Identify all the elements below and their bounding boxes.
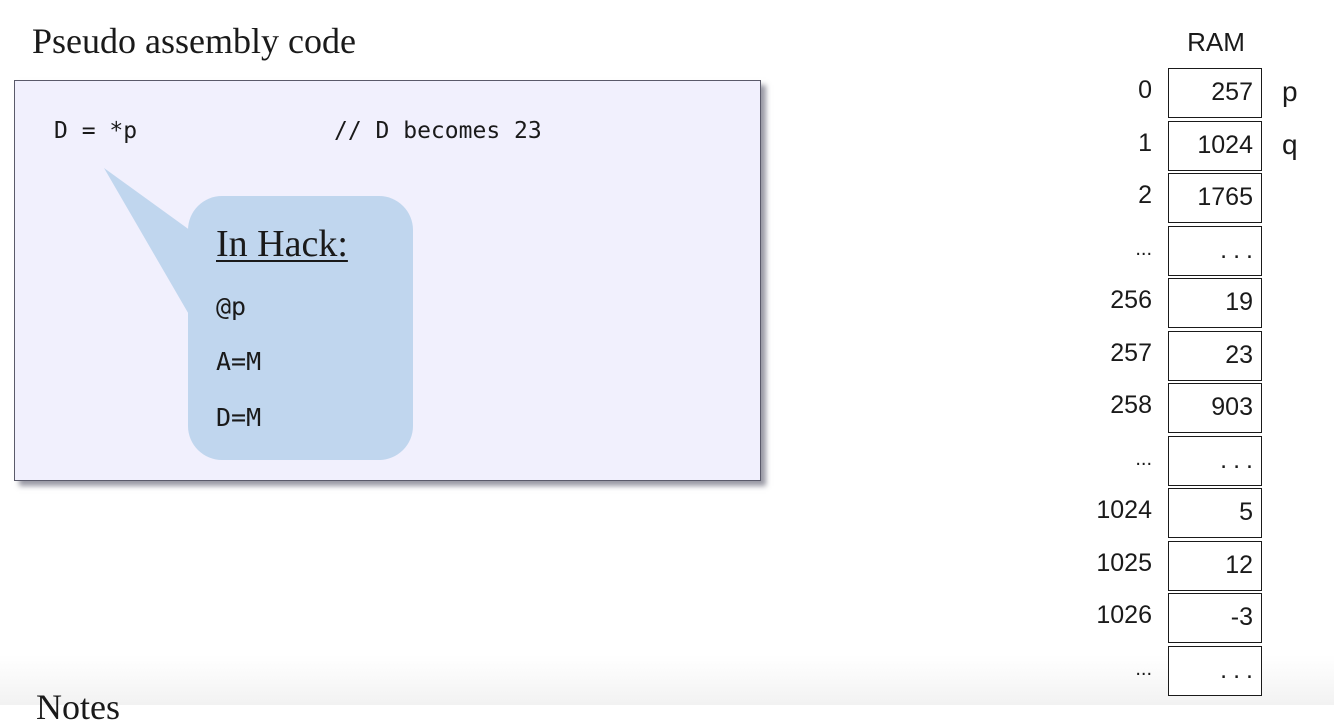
ram-cell: 1024 — [1168, 120, 1262, 171]
ram-address: ... — [1135, 657, 1152, 680]
callout-line: @p — [216, 292, 247, 321]
ram-cell: 19 — [1168, 278, 1262, 328]
ram-address: 258 — [1110, 391, 1152, 419]
ram-variable-label: q — [1282, 128, 1298, 160]
ram-address: 1026 — [1096, 601, 1152, 629]
ram-address: ... — [1135, 237, 1152, 260]
ram-address: 1025 — [1096, 548, 1152, 577]
ram-cell: 23 — [1168, 330, 1262, 381]
ram-variable-label: p — [1282, 76, 1298, 107]
callout-title: In Hack: — [216, 223, 348, 265]
ram-title: RAM — [1187, 27, 1245, 57]
ram-address: ... — [1135, 447, 1152, 470]
code-statement: D = *p — [54, 118, 138, 144]
ram-cell: ... — [1168, 435, 1262, 486]
ram-address: 1 — [1138, 128, 1152, 157]
ram-cell: -3 — [1168, 593, 1262, 643]
code-comment: // D becomes 23 — [334, 118, 542, 144]
ram-cell: 5 — [1168, 488, 1262, 538]
ram-address: 0 — [1138, 76, 1152, 104]
ram-address: 257 — [1110, 338, 1152, 367]
callout-line: A=M — [216, 347, 262, 376]
ram-cell: 1765 — [1168, 173, 1262, 223]
ram-address: 256 — [1110, 286, 1152, 314]
ram-address: 1024 — [1096, 496, 1152, 524]
ram-cell: ... — [1168, 225, 1262, 276]
ram-cell: 903 — [1168, 383, 1262, 433]
ram-cell: 257 — [1168, 68, 1262, 118]
notes-heading: Notes — [36, 687, 120, 727]
bottom-gradient — [0, 655, 1334, 705]
ram-cell: ... — [1168, 645, 1262, 696]
ram-address: 2 — [1138, 181, 1152, 209]
ram-cell: 12 — [1168, 540, 1262, 591]
callout-line: D=M — [216, 403, 262, 432]
page-title: Pseudo assembly code — [32, 21, 356, 61]
